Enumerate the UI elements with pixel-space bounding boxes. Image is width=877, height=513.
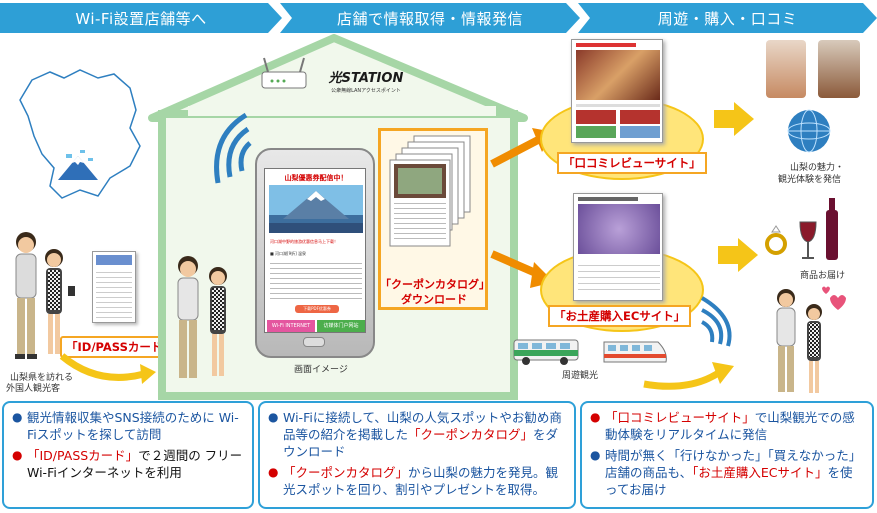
box3-b1-red: 「口コミレビューサイト」: [605, 410, 755, 425]
logo-subtext: 公衆無線LANアクセスポイント: [331, 88, 401, 94]
bus-icon: [513, 339, 579, 365]
box3-b2-part1: 時間が無く「行けなかった」「買えなかった」店舗の商品も、: [605, 448, 862, 480]
tourist-couple-house-icon: [177, 256, 227, 378]
tour-caption: 周遊観光: [562, 371, 599, 381]
logo-text: 光STATION: [328, 71, 404, 86]
download-pdf-button[interactable]: 下载PDF优惠券: [295, 305, 339, 313]
review-site-label: 「口コミレビューサイト」: [557, 152, 707, 174]
review-site-screenshot: [571, 39, 663, 143]
header-step-1: Wi-Fi設置店舗等へ: [0, 3, 282, 33]
box1-b2-rest: で２週間の フリーWi-Fiインターネットを利用: [27, 448, 243, 480]
smartphone-screen: 山梨優惠券配信中！ 河口湖中野的旅游优惠信息马上下载！ ■ 河口湖[9折] 温泉…: [264, 168, 366, 333]
people-caption-1: 山梨の魅力・: [790, 163, 845, 173]
screen-caption: 画面イメージ: [294, 365, 348, 375]
box3-bullet-1: ●「口コミレビューサイト」で山梨観光での感動体験をリアルタイムに発信: [590, 410, 855, 442]
wifi-router-icon: [261, 57, 307, 89]
arrow-right-icon: [714, 102, 754, 136]
coupon-label-1: 「クーポンカタログ」: [380, 278, 490, 291]
phone-line-1: 河口湖中野的旅游优惠信息马上下载！: [270, 239, 338, 244]
box1-bullet-1: ●観光情報収集やSNS接続のために Wi-Fiスポットを探して訪問: [12, 410, 239, 442]
header-step-3: 周遊・購入・口コミ: [578, 3, 877, 33]
id-pass-card: [92, 251, 136, 323]
tourist-couple-icon: [15, 232, 75, 359]
wifi-internet-button[interactable]: Wi-Fi INTERNET: [267, 320, 315, 332]
header-step-2-label: 店舗で情報取得・情報発信: [336, 9, 523, 28]
visitor-caption-1: 山梨県を訪れる: [10, 373, 74, 383]
box2-b2-rest: から山梨の魅力を発見。観光スポットを回り、割引やプレゼントを取得。: [283, 465, 559, 497]
box3-b2-rest: を使ってお届け: [605, 465, 853, 497]
box2-b1-red: 「クーポンカタログ」: [408, 427, 534, 442]
header-step-1-label: Wi-Fi設置店舗等へ: [75, 9, 207, 28]
header-step-2: 店舗で情報取得・情報発信: [280, 3, 580, 33]
wifi-waves-icon: [214, 112, 252, 184]
box1-b2-red: 「ID/PASSカード」: [27, 448, 139, 463]
yamanashi-map: [19, 69, 141, 199]
box2-b1-part2: をダウンロード: [283, 427, 559, 459]
phone-title: 山梨優惠券配信中！: [284, 174, 348, 182]
globe-icon: [787, 109, 831, 153]
box2-bullet-2: ●「クーポンカタログ」から山梨の魅力を発見。観光スポットを回り、割引やプレゼント…: [268, 465, 559, 497]
ec-site-screenshot: [573, 193, 663, 301]
box3-b2-red: 「お土産購入ECサイト」: [692, 465, 828, 480]
media-portal-button[interactable]: 访媒体门户网站: [317, 320, 365, 332]
curved-arrow-icon: [59, 353, 156, 384]
box1-bullet-2: ●「ID/PASSカード」で２週間の フリーWi-Fiインターネットを利用: [12, 448, 243, 480]
box2-bullet-1: ●Wi-Fiに接続して、山梨の人気スポットやお勧め商品等の紹介を掲載した「クーポ…: [268, 410, 562, 459]
gift-items-icon: [765, 198, 838, 260]
train-icon: [603, 341, 667, 363]
mount-fuji-image: [269, 185, 363, 233]
box2-b2-red: 「クーポンカタログ」: [283, 465, 409, 480]
couple-right-icon: [776, 286, 846, 393]
info-box-store: ●Wi-Fiに接続して、山梨の人気スポットやお勧め商品等の紹介を掲載した「クーポ…: [258, 401, 576, 509]
woman-phone-photo: [818, 40, 860, 98]
wifi-waves-right-icon: [700, 296, 732, 347]
phone-text-filler: [270, 259, 362, 301]
box1-b1-text: 観光情報収集やSNS接続のために Wi-Fiスポットを探して訪問: [27, 410, 239, 442]
header-step-3-label: 周遊・購入・口コミ: [657, 9, 798, 28]
woman-laptop-photo: [766, 40, 806, 98]
box3-b1-rest: で山梨観光での感動体験をリアルタイムに発信: [605, 410, 855, 442]
gift-caption: 商品お届け: [800, 271, 846, 281]
box2-b1-part1: Wi-Fiに接続して、山梨の人気スポットやお勧め商品等の紹介を掲載した: [283, 410, 562, 442]
arrow-right-icon-2: [718, 238, 758, 272]
visitor-caption-2: 外国人観光客: [6, 384, 61, 394]
ec-site-label: 「お土産購入ECサイト」: [548, 305, 692, 327]
coupon-catalog-pages: [389, 135, 471, 247]
box3-bullet-2: ●時間が無く「行けなかった」「買えなかった」店舗の商品も、「お土産購入ECサイト…: [590, 448, 862, 497]
info-box-visit: ●観光情報収集やSNS接続のために Wi-Fiスポットを探して訪問 ●「ID/P…: [2, 401, 254, 509]
phone-home-button: [303, 337, 325, 347]
coupon-label-2: ダウンロード: [401, 293, 467, 306]
info-box-tour: ●「口コミレビューサイト」で山梨観光での感動体験をリアルタイムに発信 ●時間が無…: [580, 401, 874, 509]
curved-arrow-right-icon: [643, 362, 734, 390]
phone-line-2: ■ 河口湖[9折] 温泉: [270, 251, 306, 256]
people-caption-2: 観光体験を発信: [778, 175, 842, 185]
hikari-station-logo: 光STATION 公衆無線LANアクセスポイント: [318, 67, 414, 99]
id-pass-card-label: 「ID/PASSカード」: [60, 336, 180, 358]
